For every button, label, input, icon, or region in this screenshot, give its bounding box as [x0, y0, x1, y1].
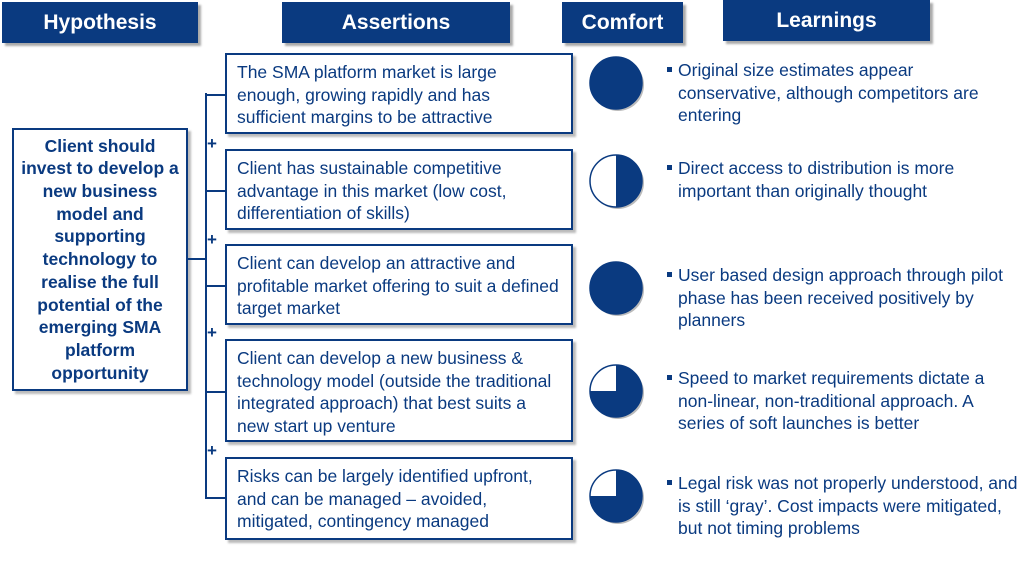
plus-icon: +	[207, 441, 217, 460]
harvey-ball-icon	[589, 469, 644, 524]
header-hypothesis: Hypothesis	[2, 2, 198, 43]
connector-line	[205, 93, 207, 498]
assertion-box: The SMA platform market is large enough,…	[225, 53, 573, 134]
hypothesis-box: Client should invest to develop a new bu…	[12, 128, 188, 391]
learning-item: Direct access to distribution is more im…	[667, 157, 1018, 202]
bullet-icon	[667, 165, 672, 170]
assertion-text: Client can develop a new business & tech…	[237, 348, 552, 436]
header-learnings: Learnings	[723, 0, 930, 41]
harvey-ball-icon	[589, 261, 644, 316]
connector-branch	[205, 284, 225, 287]
assertion-box: Risks can be largely identified upfront,…	[225, 457, 573, 540]
learning-item: User based design approach through pilot…	[667, 264, 1018, 332]
header-comfort: Comfort	[562, 2, 683, 43]
learning-text: Direct access to distribution is more im…	[678, 158, 955, 201]
assertion-text: Client can develop an attractive and pro…	[237, 253, 559, 318]
connector-branch	[205, 390, 225, 393]
harvey-fill	[590, 470, 642, 522]
plus-icon: +	[207, 134, 217, 153]
connector-branch	[205, 497, 225, 499]
assertion-box: Client can develop an attractive and pro…	[225, 244, 573, 325]
harvey-fill	[616, 155, 642, 207]
header-assertions: Assertions	[282, 2, 510, 43]
learning-text: Speed to market requirements dictate a n…	[678, 368, 985, 433]
learning-item: Legal risk was not properly understood, …	[667, 472, 1018, 540]
assertion-text: Risks can be largely identified upfront,…	[237, 466, 533, 531]
harvey-fill	[590, 262, 642, 314]
harvey-fill	[590, 365, 642, 417]
connector-branch	[205, 189, 225, 192]
assertion-text: Client has sustainable competitive advan…	[237, 158, 507, 223]
learning-item: Original size estimates appear conservat…	[667, 59, 1018, 127]
harvey-ball-icon	[589, 364, 644, 419]
learning-text: Legal risk was not properly understood, …	[678, 473, 1018, 538]
learning-text: Original size estimates appear conservat…	[678, 60, 979, 125]
bullet-icon	[667, 375, 672, 380]
harvey-fill	[590, 57, 642, 109]
assertion-box: Client can develop a new business & tech…	[225, 339, 573, 442]
harvey-ball-icon	[589, 154, 644, 209]
connector-line	[188, 258, 207, 260]
plus-icon: +	[207, 323, 217, 342]
assertion-text: The SMA platform market is large enough,…	[237, 62, 497, 127]
assertion-box: Client has sustainable competitive advan…	[225, 149, 573, 230]
connector-branch	[205, 93, 225, 96]
bullet-icon	[667, 67, 672, 72]
bullet-icon	[667, 480, 672, 485]
plus-icon: +	[207, 230, 217, 249]
hypothesis-text: Client should invest to develop a new bu…	[21, 135, 179, 383]
learning-item: Speed to market requirements dictate a n…	[667, 367, 1018, 435]
bullet-icon	[667, 272, 672, 277]
harvey-ball-icon	[589, 56, 644, 111]
learning-text: User based design approach through pilot…	[678, 265, 1003, 330]
